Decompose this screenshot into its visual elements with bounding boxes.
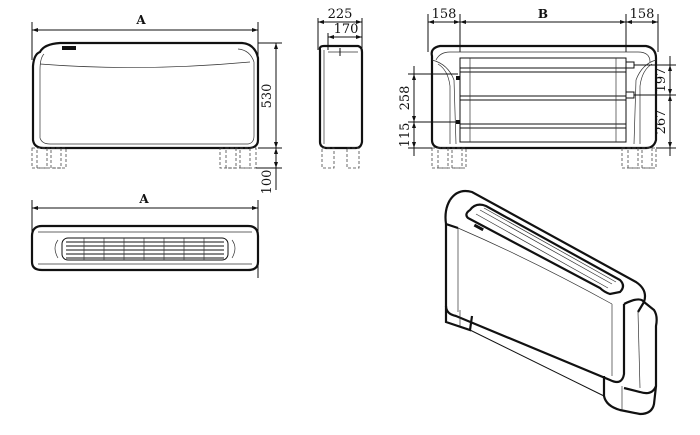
front-view: A 530 100 bbox=[31, 13, 282, 195]
feet-height-label: 100 bbox=[260, 170, 275, 195]
isometric-view bbox=[444, 189, 658, 416]
top-view: A bbox=[30, 192, 260, 278]
front-width-label: A bbox=[135, 13, 146, 27]
rear-right-label: 158 bbox=[630, 7, 655, 22]
rear-267-label: 267 bbox=[654, 110, 669, 135]
rear-197-label: 197 bbox=[654, 68, 669, 93]
rear-115-label: 115 bbox=[398, 123, 413, 148]
side-inner-depth-label: 170 bbox=[334, 22, 359, 37]
front-height-label: 530 bbox=[260, 84, 275, 109]
side-depth-label: 225 bbox=[328, 7, 353, 22]
rear-left-label: 158 bbox=[432, 7, 457, 22]
brand-logo bbox=[62, 46, 76, 50]
side-view: 225 170 bbox=[317, 7, 364, 169]
top-width-label: A bbox=[138, 192, 149, 206]
rear-258-label: 258 bbox=[398, 86, 413, 111]
rear-view: 158 B 158 bbox=[398, 7, 676, 169]
rear-center-label: B bbox=[538, 7, 548, 21]
